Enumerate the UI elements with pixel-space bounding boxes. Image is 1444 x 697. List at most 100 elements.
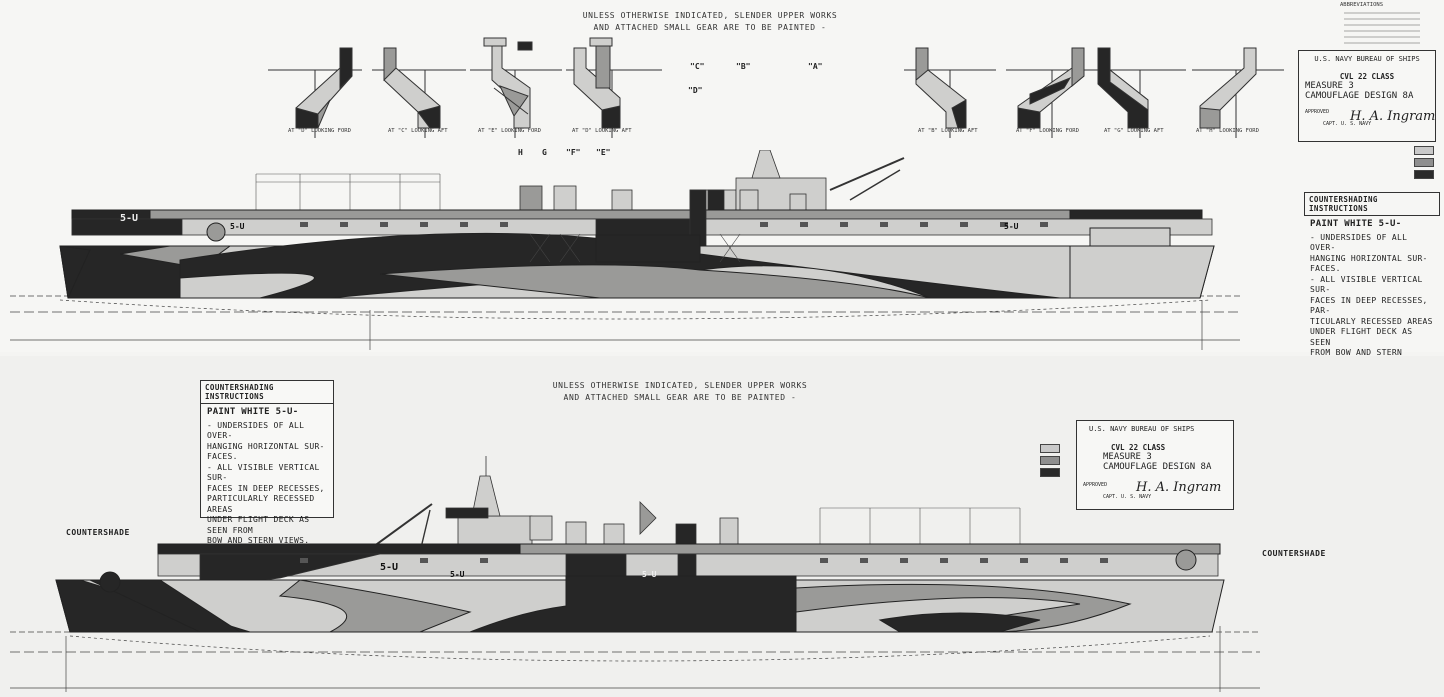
countershading-heading: COUNTERSHADING INSTRUCTIONS (201, 381, 333, 404)
section-marker-d: "D" (688, 86, 703, 95)
countershading-line: UNDER FLIGHT DECK AS SEEN (1310, 327, 1413, 347)
hull-mark-2: 5-U (230, 222, 245, 231)
starboard-ship-profile (10, 150, 1240, 350)
hull-mark-3: 5-U (450, 570, 465, 579)
general-note: UNLESS OTHERWISE INDICATED, SLENDER UPPE… (530, 380, 830, 404)
countershading-paint: PAINT WHITE 5-U- (207, 407, 299, 417)
hull-mark-2: 5-U (642, 570, 657, 579)
title-design: CAMOUFLAGE DESIGN 8A (1305, 91, 1414, 101)
abbreviations-legend: ABBREVIATIONS (1340, 2, 1430, 49)
port-profile-panel: COUNTERSHADING INSTRUCTIONS PAINT WHITE … (0, 356, 1444, 697)
abbreviations-lines (1344, 12, 1420, 43)
general-note-line-1: UNLESS OTHERWISE INDICATED, SLENDER UPPE… (552, 381, 808, 390)
countershading-body: PAINT WHITE 5-U- - UNDERSIDES OF ALL OVE… (201, 404, 333, 550)
general-note-line-2: AND ATTACHED SMALL GEAR ARE TO BE PAINTE… (563, 393, 797, 402)
section-view-c-aft (372, 47, 466, 138)
flight-deck (71, 209, 1203, 220)
countershading-instructions-bottom: COUNTERSHADING INSTRUCTIONS PAINT WHITE … (200, 380, 334, 545)
countershading-line: - ALL VISIBLE VERTICAL SUR- (207, 462, 320, 483)
countershading-line: FACES IN DEEP RECESSES, (207, 483, 325, 493)
section-marker-g: G (542, 148, 547, 157)
countershading-line: FACES. (1310, 264, 1341, 273)
countershading-line: FACES. (207, 452, 238, 461)
section-view-b-aft (904, 47, 996, 138)
countershade-label-right: COUNTERSHADE (1262, 549, 1326, 558)
island-superstructure (519, 150, 905, 215)
countershading-heading: COUNTERSHADING INSTRUCTIONS (1304, 192, 1440, 216)
countershading-line: UNDER FLIGHT DECK AS SEEN FROM (207, 515, 310, 535)
countershading-instructions-top: COUNTERSHADING INSTRUCTIONS PAINT WHITE … (1304, 192, 1440, 368)
title-org: U.S. NAVY BUREAU OF SHIPS (1089, 425, 1195, 433)
swatch-medium (1414, 158, 1434, 167)
section-view-f-ford (1006, 47, 1098, 138)
title-measure: MEASURE 3 (1103, 452, 1152, 462)
section-views (268, 37, 1284, 138)
title-design: CAMOUFLAGE DESIGN 8A (1103, 462, 1212, 472)
section-view-label-4: AT "D" LOOKING AFT (572, 128, 632, 134)
section-view-label-6: AT "F" LOOKING FORD (1016, 128, 1079, 134)
starboard-profile-panel: UNLESS OTHERWISE INDICATED, SLENDER UPPE… (10, 2, 1440, 368)
section-marker-h: H (518, 148, 523, 157)
section-view-g-aft (1092, 47, 1186, 138)
general-note: UNLESS OTHERWISE INDICATED, SLENDER UPPE… (560, 10, 860, 34)
hull-mark-3: 5-U (1004, 222, 1019, 231)
section-view-label-8: AT "H" LOOKING FORD (1196, 128, 1259, 134)
section-view-label-2: AT "C" LOOKING AFT (388, 128, 448, 134)
section-view-label-7: AT "G" LOOKING AFT (1104, 128, 1164, 134)
section-view-label-5: AT "B" LOOKING AFT (918, 128, 978, 134)
section-marker-a: "A" (808, 62, 823, 71)
countershading-line: - UNDERSIDES OF ALL OVER- (207, 420, 305, 441)
countershading-line: TICULARLY RECESSED AREAS (1310, 316, 1433, 326)
title-measure: MEASURE 3 (1305, 81, 1354, 91)
swatch-dark (1040, 468, 1060, 477)
starboard-hull (59, 227, 1215, 299)
title-class: CVL 22 CLASS (1339, 72, 1395, 81)
island-superstructure (365, 456, 739, 557)
countershading-line: - ALL VISIBLE VERTICAL SUR- (1310, 274, 1423, 295)
section-view-e-ford (470, 37, 562, 138)
section-marker-e: "E" (596, 148, 611, 157)
section-view-h-ford (1192, 47, 1284, 138)
swatch-medium (1040, 456, 1060, 465)
title-rank: CAPT. U. S. NAVY (1323, 121, 1372, 127)
port-ship-profile (10, 456, 1260, 692)
title-org: U.S. NAVY BUREAU OF SHIPS (1314, 55, 1420, 63)
countershading-line: - UNDERSIDES OF ALL OVER- (1310, 232, 1408, 253)
signature-top: H. A. Ingram (1350, 109, 1436, 124)
sponsons (206, 222, 1048, 242)
countershading-line: PARTICULARLY RECESSED AREAS (207, 494, 315, 514)
section-marker-c: "C" (690, 62, 705, 71)
countershading-line: BOW AND STERN VIEWS. (207, 536, 310, 545)
title-block-bottom: U.S. NAVY BUREAU OF SHIPS CVL 22 CLASS M… (1076, 420, 1234, 510)
section-view-label-3: AT "E" LOOKING FORD (478, 128, 541, 134)
countershade-label-left: COUNTERSHADE (66, 528, 130, 537)
port-hull (55, 549, 1225, 633)
swatch-light (1414, 146, 1434, 155)
countershading-paint: PAINT WHITE 5-U- (1310, 219, 1402, 229)
abbreviations-title: ABBREVIATIONS (1340, 2, 1384, 8)
flight-deck (157, 543, 1221, 555)
swatch-light (1040, 444, 1060, 453)
signature-bottom: H. A. Ingram (1136, 480, 1222, 495)
section-view-d-ford (268, 47, 362, 138)
hull-mark-1: 5-U (120, 213, 139, 224)
general-note-line-2: AND ATTACHED SMALL GEAR ARE TO BE PAINTE… (593, 23, 827, 32)
portholes (300, 558, 1108, 563)
countershading-line: FACES IN DEEP RECESSES, PAR- (1310, 295, 1428, 316)
swatch-dark (1414, 170, 1434, 179)
section-marker-f: "F" (566, 148, 581, 157)
title-rank: CAPT. U. S. NAVY (1103, 494, 1152, 500)
countershading-line: HANGING HORIZONTAL SUR- (1310, 253, 1428, 263)
hull-mark-1: 5-U (380, 562, 399, 573)
title-approved: APPROVED (1083, 482, 1108, 488)
section-view-d-aft (566, 37, 662, 138)
countershading-line: HANGING HORIZONTAL SUR- (207, 441, 325, 451)
countershading-body: PAINT WHITE 5-U- - UNDERSIDES OF ALL OVE… (1304, 216, 1440, 372)
section-view-label-1: AT "D" LOOKING FORD (288, 128, 351, 134)
general-note-line-1: UNLESS OTHERWISE INDICATED, SLENDER UPPE… (582, 11, 838, 20)
title-approved: APPROVED (1305, 109, 1330, 115)
section-marker-b: "B" (736, 62, 751, 71)
title-block-top: U.S. NAVY BUREAU OF SHIPS CVL 22 CLASS M… (1298, 50, 1436, 142)
title-class: CVL 22 CLASS (1111, 443, 1166, 452)
